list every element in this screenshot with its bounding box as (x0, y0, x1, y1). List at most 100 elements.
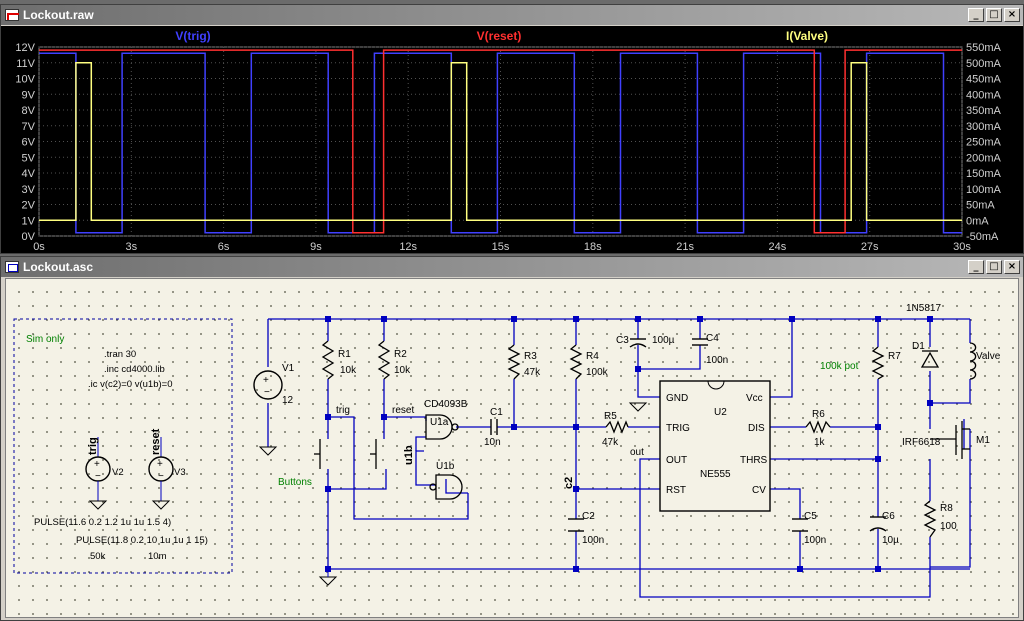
waveform-app-icon (5, 9, 19, 21)
r1-label: R1 (338, 349, 351, 360)
r6-value: 1k (814, 437, 826, 448)
c2-label: C2 (582, 511, 595, 522)
y-left-tick-label: 11V (16, 58, 35, 70)
v1-value: 12 (282, 395, 294, 406)
trig-net-tag: trig (336, 405, 350, 416)
ne555-chip[interactable] (659, 380, 771, 512)
maximize-button[interactable]: □ (986, 8, 1002, 22)
reset-net-label: reset (150, 428, 162, 455)
y-left-tick-label: 5V (22, 152, 36, 164)
y-right-tick-label: 450mA (966, 74, 1002, 86)
x-tick-label: 3s (125, 241, 137, 253)
ne555-part: NE555 (700, 469, 731, 480)
trace-i-valve[interactable] (39, 62, 962, 222)
ic-directive: .ic v(c2)=0 v(u1b)=0 (88, 379, 172, 390)
y-right-tick-label: 300mA (966, 121, 1002, 133)
y-left-tick-label: 6V (22, 137, 36, 149)
schematic-window[interactable]: Lockout.asc _ □ × Sim only .tran 30 .inc… (0, 256, 1024, 621)
r1-symbol (321, 340, 335, 380)
c4-label: C4 (706, 333, 719, 344)
trace-v-reset[interactable] (39, 49, 962, 234)
out-net-tag: out (630, 447, 644, 458)
maximize-button[interactable]: □ (986, 260, 1002, 274)
diode-d1[interactable] (920, 350, 940, 368)
y-right-tick-label: 350mA (966, 105, 1002, 117)
waveform-titlebar[interactable]: Lockout.raw _ □ × (1, 5, 1023, 25)
svg-text:−: − (95, 471, 101, 482)
v3-label: V3 (174, 467, 186, 478)
schematic-canvas[interactable]: Sim only .tran 30 .inc cd4000.lib .ic v(… (5, 278, 1019, 618)
pin-thrs: THRS (740, 455, 768, 466)
valve-coil[interactable] (969, 342, 977, 380)
pot-note: 100k pot (820, 361, 859, 372)
sim-only-title: Sim only (26, 334, 64, 345)
r6-symbol (805, 420, 831, 434)
minimize-button[interactable]: _ (968, 260, 984, 274)
y-left-tick-label: 2V (22, 200, 36, 212)
pulse-reset-spec: PULSE(11.8 0.2 10 1u 1u 1 15) (76, 535, 208, 546)
schematic-titlebar[interactable]: Lockout.asc _ □ × (1, 257, 1023, 277)
y-left-tick-label: 0V (22, 231, 36, 243)
v3-source-symbol[interactable]: +− (148, 437, 174, 510)
r6-label: R6 (812, 409, 825, 420)
r8-value: 100 (940, 521, 957, 532)
r3-symbol (507, 344, 521, 380)
pin-out: OUT (666, 455, 687, 466)
y-right-tick-label: 0mA (966, 215, 989, 227)
y-right-tick-label: 400mA (966, 89, 1002, 101)
c3-value: 100µ (652, 335, 675, 346)
c1-label: C1 (490, 407, 503, 418)
v1-battery-symbol[interactable]: +− (253, 370, 283, 456)
tran-directive: .tran 30 (104, 349, 136, 360)
legend-i-valve[interactable]: I(Valve) (786, 29, 828, 43)
schematic-app-icon (5, 261, 19, 273)
d1-label: D1 (912, 341, 925, 352)
c6-value: 10µ (882, 535, 899, 546)
x-tick-label: 27s (861, 241, 879, 253)
pin-dis: DIS (748, 423, 765, 434)
reset-net-tag: reset (392, 405, 414, 416)
pulse-r-spec: 50k (90, 551, 106, 562)
v1-label: V1 (282, 363, 295, 374)
r8-symbol (923, 500, 937, 538)
y-right-tick-label: 550mA (966, 42, 1002, 54)
legend-v-trig[interactable]: V(trig) (175, 29, 210, 43)
r7-label: R7 (888, 351, 901, 362)
close-button[interactable]: × (1004, 8, 1020, 22)
sim-only-box[interactable]: Sim only .tran 30 .inc cd4000.lib .ic v(… (13, 318, 233, 574)
schematic-drawing[interactable]: Sim only .tran 30 .inc cd4000.lib .ic v(… (6, 279, 1018, 617)
x-tick-label: 18s (584, 241, 602, 253)
cd4093-part: CD4093B (424, 399, 468, 410)
buttons-label: Buttons (278, 477, 312, 488)
trace-v-trig[interactable] (39, 52, 962, 234)
ground-symbols (318, 402, 648, 586)
svg-text:+: + (263, 375, 269, 386)
pin-cv: CV (752, 485, 766, 496)
y-left-tick-label: 12V (15, 42, 35, 54)
y-right-tick-label: 500mA (966, 58, 1002, 70)
x-tick-label: 12s (399, 241, 417, 253)
v2-source-symbol[interactable]: +− (85, 437, 111, 510)
nand-gates[interactable] (425, 414, 463, 500)
c1-value: 10n (484, 437, 501, 448)
r7-symbol (871, 346, 885, 380)
y-right-tick-label: 50mA (966, 200, 995, 212)
c6-label: C6 (882, 511, 895, 522)
mosfet-m1[interactable] (930, 421, 970, 459)
y-left-tick-label: 8V (22, 105, 36, 117)
y-left-tick-label: 4V (22, 168, 36, 180)
v2-label: V2 (112, 467, 124, 478)
y-left-tick-label: 7V (22, 121, 36, 133)
c2-value: 100n (582, 535, 604, 546)
x-tick-label: 21s (676, 241, 694, 253)
x-tick-label: 15s (492, 241, 510, 253)
minimize-button[interactable]: _ (968, 8, 984, 22)
close-button[interactable]: × (1004, 260, 1020, 274)
pin-rst: RST (666, 485, 686, 496)
legend-v-reset[interactable]: V(reset) (477, 29, 522, 43)
r2-symbol (377, 340, 391, 380)
push-buttons[interactable] (314, 439, 377, 469)
